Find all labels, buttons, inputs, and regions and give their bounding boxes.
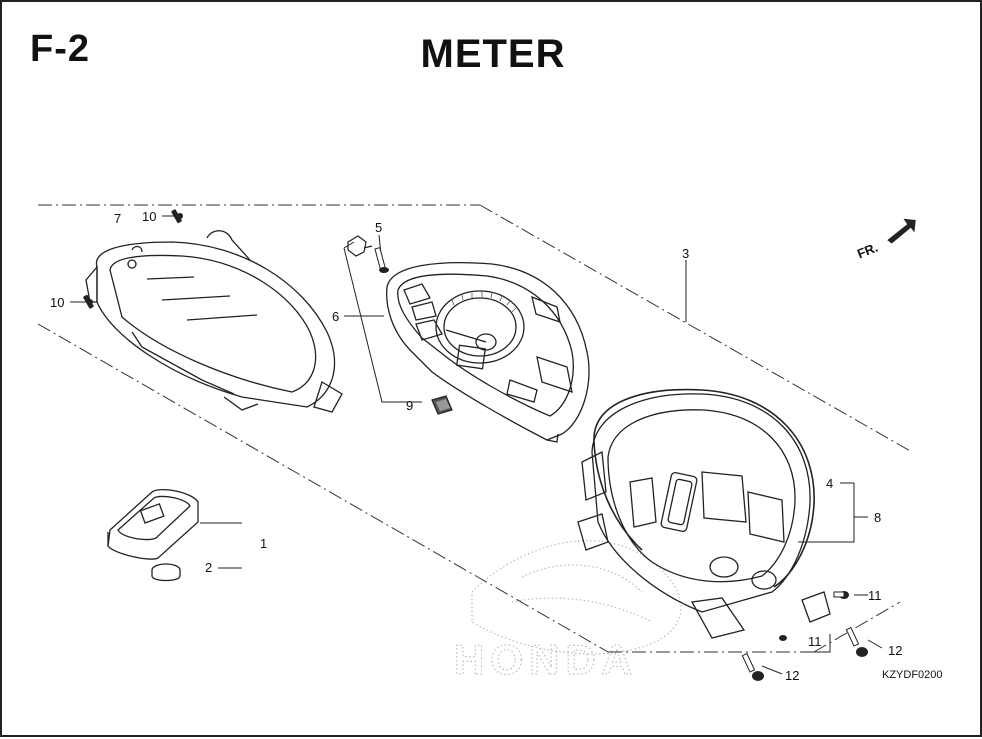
group-boundary-lines <box>37 204 913 653</box>
callout-11-right: 11 <box>868 588 882 603</box>
case-screws-part-11 <box>779 591 849 641</box>
callout-10-upper: 10 <box>142 209 156 224</box>
key-fob-part-1 <box>107 488 199 560</box>
callout-9: 9 <box>406 398 413 413</box>
callout-3: 3 <box>682 246 689 261</box>
page-title: METER <box>420 32 566 76</box>
meter-case-part-8 <box>577 393 831 639</box>
front-direction-arrow-icon <box>887 218 916 244</box>
section-code: F-2 <box>30 28 90 70</box>
meter-assembly-part-6 <box>386 262 590 443</box>
callout-11-lower: 11 <box>808 634 822 649</box>
callout-12-lower: 12 <box>785 668 799 683</box>
meter-visor-part-7 <box>85 230 343 413</box>
callout-10-lower: 10 <box>50 295 64 310</box>
visor-screws-part-10 <box>83 209 183 309</box>
bulb-socket <box>347 235 373 257</box>
front-direction-label: FR. <box>855 240 880 262</box>
callout-8: 8 <box>874 510 881 525</box>
leader-lines <box>70 215 883 675</box>
callout-7: 7 <box>114 211 121 226</box>
callout-5: 5 <box>375 220 382 235</box>
callout-6: 6 <box>332 309 339 324</box>
grommet-part-9 <box>431 395 453 415</box>
callout-12-right: 12 <box>888 643 902 658</box>
meter-gasket-part-4 <box>593 388 815 588</box>
screw-part-5 <box>374 247 389 273</box>
callout-1: 1 <box>260 536 267 551</box>
honda-watermark: HONDA <box>453 540 682 684</box>
callout-2: 2 <box>205 560 212 575</box>
tapping-screws-part-12 <box>741 626 868 681</box>
meter-scale-ticks <box>451 292 517 313</box>
battery-part-2 <box>151 563 181 582</box>
watermark-text: HONDA <box>454 636 638 683</box>
diagram-reference-code: KZYDF0200 <box>882 669 943 681</box>
callout-4: 4 <box>826 476 833 491</box>
